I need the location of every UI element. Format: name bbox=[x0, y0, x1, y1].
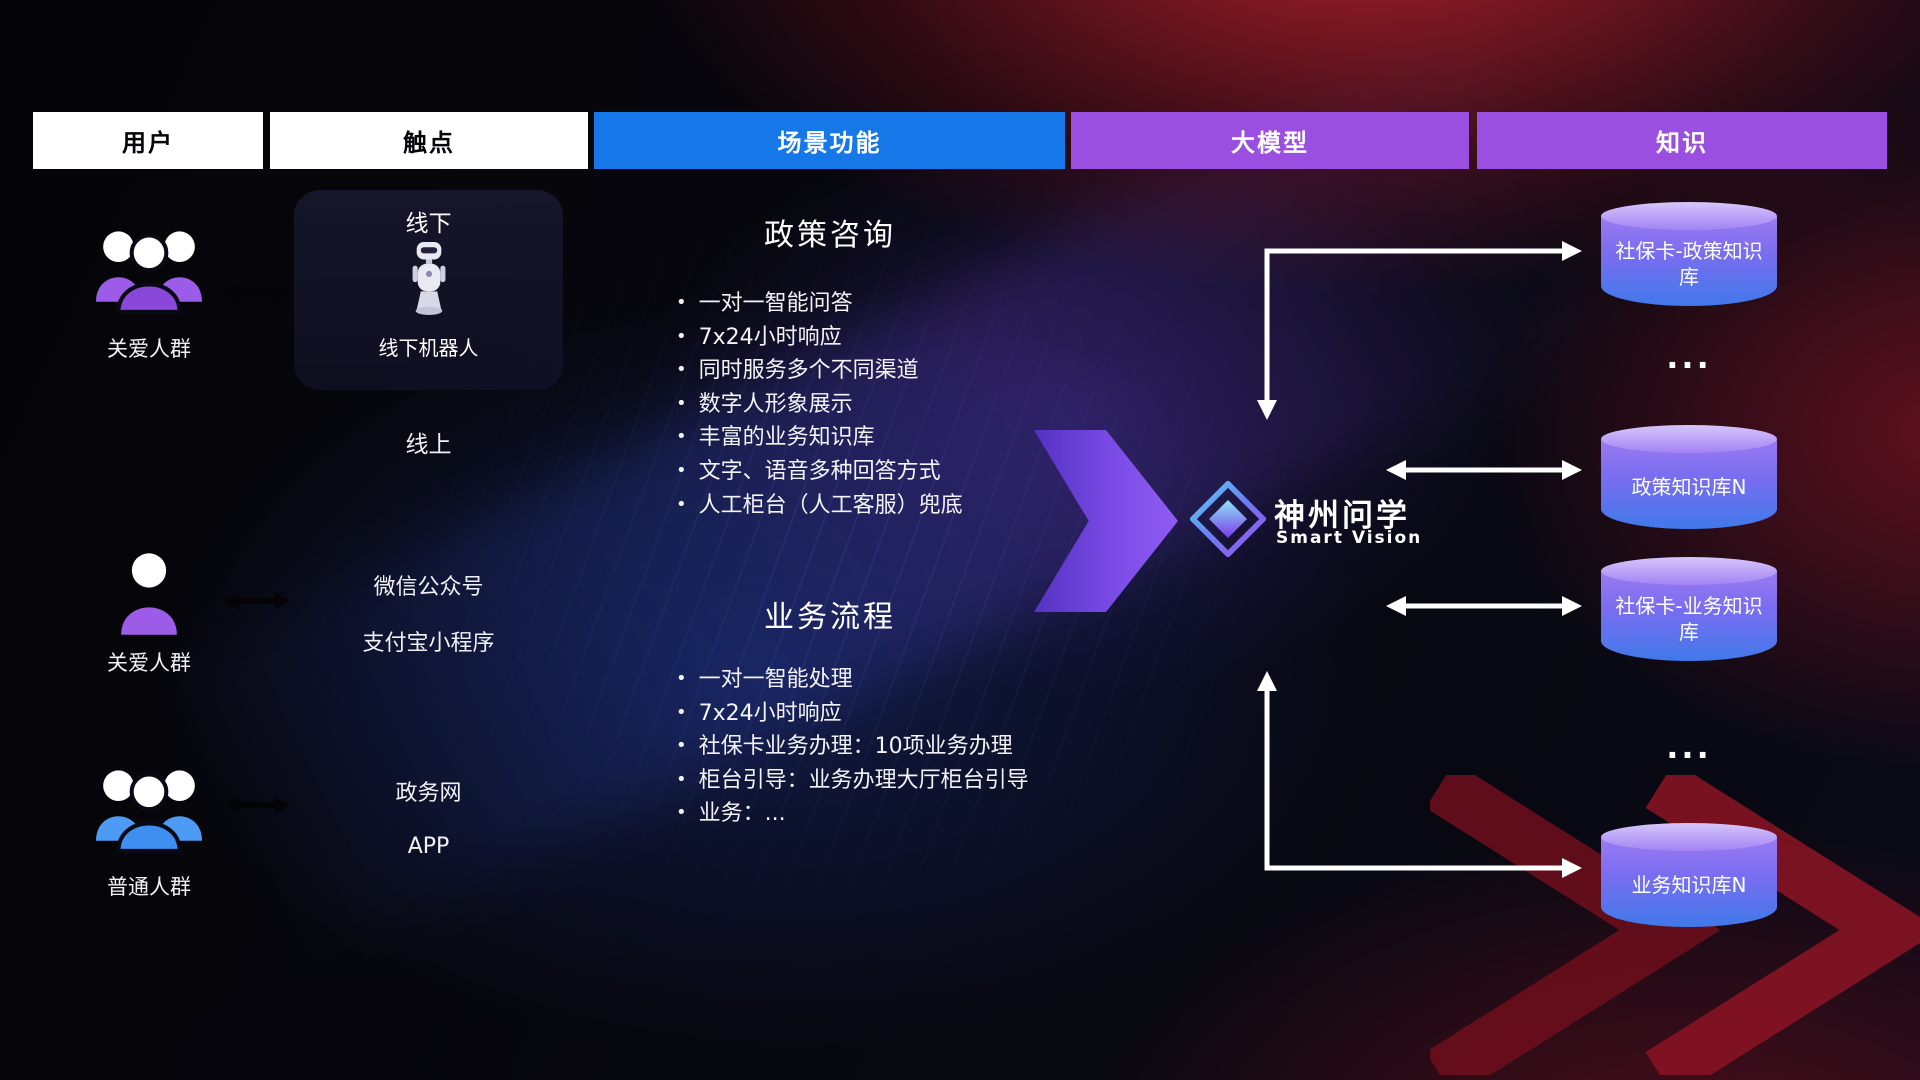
list-item: 7x24小时响应 bbox=[676, 698, 1029, 732]
user-label-care-group: 关爱人群 bbox=[107, 337, 191, 361]
list-item: 丰富的业务知识库 bbox=[676, 422, 963, 456]
header-users: 用户 bbox=[33, 112, 263, 169]
database-icon: 政策知识库N bbox=[1601, 425, 1777, 529]
list-item: 一对一智能问答 bbox=[676, 288, 963, 322]
exchange-arrow-icon bbox=[224, 796, 290, 814]
database-icon: 社保卡-政策知识库 bbox=[1601, 202, 1777, 306]
channel-gov-web: 政务网 bbox=[395, 781, 462, 806]
offline-robot-label: 线下机器人 bbox=[378, 336, 479, 360]
list-item: 人工柜台（人工客服）兜底 bbox=[676, 490, 963, 524]
channel-alipay: 支付宝小程序 bbox=[362, 631, 495, 656]
diamond-logo-icon bbox=[1190, 481, 1266, 557]
database-icon: 社保卡-业务知识库 bbox=[1601, 557, 1777, 661]
list-item: 文字、语音多种回答方式 bbox=[676, 456, 963, 490]
scenario-title-business: 业务流程 bbox=[764, 600, 896, 635]
database-icon: 业务知识库N bbox=[1601, 823, 1777, 927]
list-item: 业务：... bbox=[676, 798, 1029, 832]
ellipsis-policy: ... bbox=[1666, 338, 1712, 376]
offline-touchpoint-panel: 线下 线下机器人 bbox=[294, 190, 563, 390]
database-label: 政策知识库N bbox=[1631, 475, 1747, 499]
single-person-icon bbox=[121, 553, 177, 635]
ellipsis-business: ... bbox=[1666, 728, 1712, 766]
list-item: 同时服务多个不同渠道 bbox=[676, 355, 963, 389]
list-item: 柜台引导：业务办理大厅柜台引导 bbox=[676, 765, 1029, 799]
database-label: 社保卡-政策知识库 bbox=[1615, 239, 1763, 289]
scenario-business-list: 一对一智能处理 7x24小时响应 社保卡业务办理：10项业务办理 柜台引导：业务… bbox=[676, 664, 1029, 832]
group-people-icon bbox=[96, 770, 202, 853]
database-label: 业务知识库N bbox=[1631, 873, 1747, 897]
channel-wechat: 微信公众号 bbox=[373, 575, 484, 600]
header-knowledge: 知识 bbox=[1477, 112, 1887, 169]
header-scenarios: 场景功能 bbox=[594, 112, 1065, 169]
robot-icon bbox=[412, 242, 445, 315]
list-item: 7x24小时响应 bbox=[676, 322, 963, 356]
brand-name: 神州问学 bbox=[1274, 498, 1410, 534]
header-model: 大模型 bbox=[1071, 112, 1469, 169]
brand-subtitle: Smart Vision bbox=[1276, 528, 1423, 548]
online-title: 线上 bbox=[405, 432, 452, 458]
user-label-general-group: 普通人群 bbox=[107, 875, 191, 899]
database-label: 社保卡-业务知识库 bbox=[1615, 594, 1763, 644]
header-touchpoints: 触点 bbox=[270, 112, 588, 169]
offline-title: 线下 bbox=[405, 211, 452, 237]
user-label-care-single: 关爱人群 bbox=[107, 651, 191, 675]
list-item: 一对一智能处理 bbox=[676, 664, 1029, 698]
scenario-title-policy: 政策咨询 bbox=[764, 218, 896, 253]
exchange-arrow-icon bbox=[224, 284, 290, 302]
list-item: 社保卡业务办理：10项业务办理 bbox=[676, 731, 1029, 765]
channel-app: APP bbox=[407, 834, 450, 859]
scenario-policy-list: 一对一智能问答 7x24小时响应 同时服务多个不同渠道 数字人形象展示 丰富的业… bbox=[676, 288, 963, 523]
exchange-arrow-icon bbox=[224, 592, 290, 610]
list-item: 数字人形象展示 bbox=[676, 389, 963, 423]
group-people-icon bbox=[96, 231, 202, 314]
